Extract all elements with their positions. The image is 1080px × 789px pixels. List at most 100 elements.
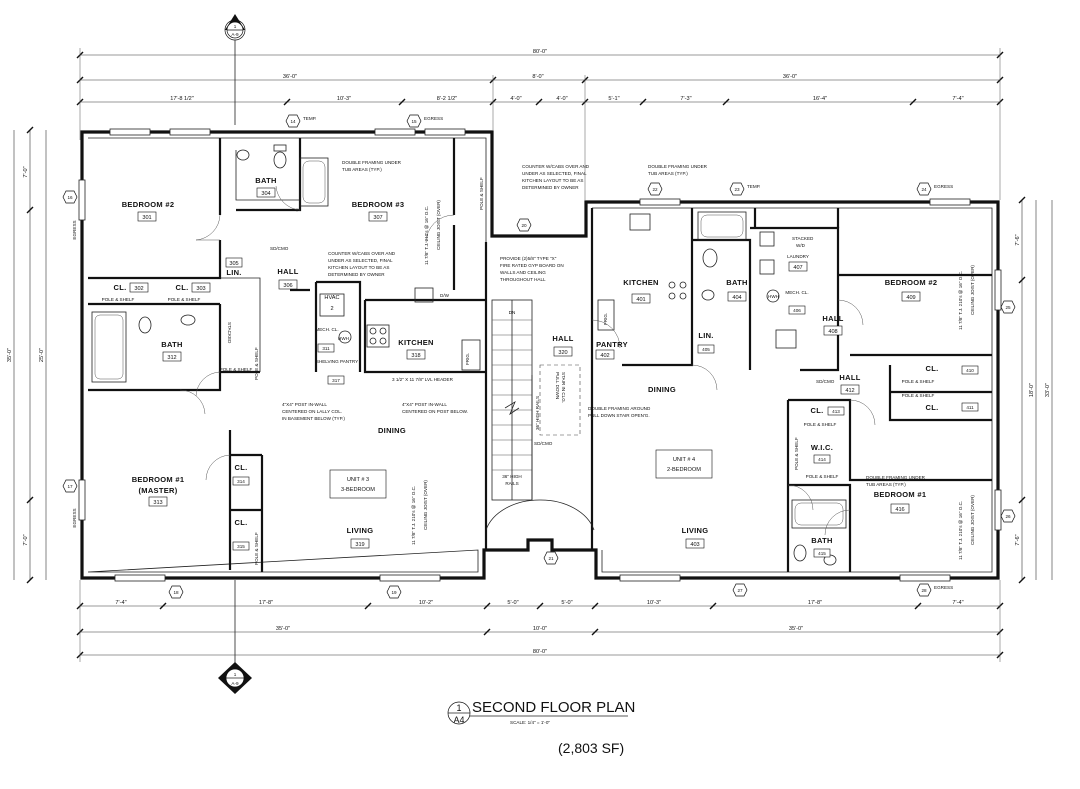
note-joist-over-307: CEILING JOIST (OVER) <box>436 200 441 250</box>
key-17: 17 <box>67 484 73 489</box>
room-name-315: CL. <box>235 518 248 527</box>
left-dimensions: 7'-0" 7'-0" 25'-0" 35'-0" EGRESS EGRESS <box>7 126 77 584</box>
room-name-407: LAUNDRY <box>787 254 809 259</box>
dim-row3-5: 5'-1" <box>608 96 619 102</box>
note-joist-over-416: CEILING JOIST (OVER) <box>970 495 975 545</box>
key-26: 26 <box>1005 514 1011 519</box>
hwh-311: HWH <box>338 336 349 341</box>
dim-row2-a: 36'-0" <box>283 74 297 80</box>
key-15: 15 <box>411 119 417 124</box>
note-counter1-3: DETERMINED BY OWNER <box>328 272 385 277</box>
unit4-name: UNIT # 4 <box>673 457 695 463</box>
key-18: 18 <box>173 590 179 595</box>
dim-overall-top: 80'-0" <box>533 49 547 55</box>
room-name-304: BATH <box>255 176 276 185</box>
note-tub2-0: DOUBLE FRAMING UNDER <box>648 164 708 169</box>
pole-shelf-314: POLE & SHELF <box>254 347 259 380</box>
room-name-dining-3: DINING <box>378 426 406 435</box>
pole-shelf-302: POLE & SHELF <box>102 297 135 302</box>
room-num-317: 317 <box>332 378 340 383</box>
room-name-master: (MASTER) <box>138 486 177 495</box>
hwh-406: HWH <box>768 294 779 299</box>
room-num-313: 313 <box>153 500 162 506</box>
egress-left-1: EGRESS <box>72 220 77 239</box>
unit4-labels: HALL 320 PANTRY 402 KITCHEN 401 BATH 404… <box>552 254 979 558</box>
key-16: 16 <box>67 195 73 200</box>
egress-28: EGRESS <box>934 585 953 590</box>
note-tub1-0: DOUBLE FRAMING UNDER <box>342 160 402 165</box>
title-detail-num: 1 <box>456 703 461 713</box>
key-19: 19 <box>391 590 397 595</box>
room-name-306: HALL <box>277 267 298 276</box>
note-rails2-1: RAILS <box>505 481 518 486</box>
note-rails2-0: 36" HIGH <box>502 474 522 479</box>
dim-bot-4: 5'-0" <box>561 600 572 606</box>
note-counter1-0: COUNTER W/CABS OVER AND <box>328 251 396 256</box>
room-num-311: 311 <box>322 346 330 351</box>
temp-14: TEMP. <box>303 116 316 121</box>
dim-bot-2: 10'-2" <box>419 600 433 606</box>
room-num-408: 408 <box>828 329 837 335</box>
room-name-303: CL. <box>176 283 189 292</box>
doors <box>179 185 876 536</box>
note-post1-1: CENTERED ON LALLY COL. <box>282 409 342 414</box>
dim-right-inner: 18'-0" <box>1029 383 1035 397</box>
room-name-317: SHELVING PANTRY <box>316 359 358 364</box>
fridge-318: FRIG. <box>465 353 470 365</box>
room-num-405: 405 <box>702 347 710 352</box>
room-name-408: HALL <box>822 314 843 323</box>
note-pull-stair-0: PULL DOWN <box>555 372 560 399</box>
room-num-303: 303 <box>196 286 205 292</box>
note-counter2-1: UNDER AS SELECTED, FINAL <box>522 171 587 176</box>
room-num-319: 319 <box>355 542 364 548</box>
note-rails1: 36" HIGH RAILS <box>535 396 540 430</box>
note-post2-1: CENTERED ON POST BELOW. <box>402 409 468 414</box>
dim-row3-7: 16'-4" <box>813 96 827 102</box>
title-sheet: A4 <box>453 715 464 725</box>
dim-left-overall: 35'-0" <box>7 348 13 362</box>
pole-shelf-413: POLE & SHELF <box>804 422 837 427</box>
dim-row3-2: 8'-2 1/2" <box>437 96 457 102</box>
right-dimensions: 7'-6" 7'-6" 18'-0" 33'-0" <box>1015 196 1053 584</box>
dim-row3-8: 7'-4" <box>952 96 963 102</box>
note-pulldown-0: DOUBLE FRAMING AROUND <box>588 406 651 411</box>
dim-left-seg-top: 7'-0" <box>23 166 29 177</box>
note-counter2-2: KITCHEN LAYOUT TO BE AS <box>522 178 583 183</box>
room-name-413: CL. <box>811 406 824 415</box>
room-name-416: BEDROOM #1 <box>874 490 927 499</box>
note-counter2-0: COUNTER W/CABS OVER AND <box>522 164 590 169</box>
note-stacked-1: W/D <box>796 243 806 248</box>
room-name-301: BEDROOM #2 <box>122 200 175 209</box>
room-num-409: 409 <box>906 295 915 301</box>
key-24: 24 <box>921 187 927 192</box>
room-name-404: BATH <box>726 278 747 287</box>
room-num-318: 318 <box>411 353 420 359</box>
dim-row3-3: 4'-0" <box>510 96 521 102</box>
note-joist-416: 11 7/8" T.J. 210's @ 16" O.C. <box>958 501 963 560</box>
room-name-311: MECH. CL. <box>315 327 338 332</box>
note-lvl: 3 1/2" X 11 7/8" LVL HEADER <box>392 377 454 382</box>
dim-overall-bottom: 80'-0" <box>533 649 547 655</box>
note-post1-0: 4"X4" POST IN-WALL <box>282 402 327 407</box>
note-stacked-0: STACKED <box>792 236 814 241</box>
room-num-307: 307 <box>373 215 382 221</box>
room-name-415: BATH <box>811 536 832 545</box>
dim-right-seg-top: 7'-6" <box>1015 234 1021 245</box>
pole-shelf-411: POLE & SHELF <box>902 393 935 398</box>
dim-bot-1: 17'-8" <box>259 600 273 606</box>
notes: DOUBLE FRAMING UNDER TUB AREAS (TYP.) CO… <box>227 160 975 560</box>
room-num-305: 305 <box>229 261 238 267</box>
key-28: 28 <box>921 588 927 593</box>
dim-bot-row2-b: 10'-0" <box>533 626 547 632</box>
note-tub3-0: DOUBLE FRAMING UNDER <box>866 475 926 480</box>
room-num-407: 407 <box>793 265 802 271</box>
pole-shelf-316: POLE & SHELF <box>220 367 253 372</box>
room-name-406: MECH. CL. <box>785 290 808 295</box>
room-name-410: CL. <box>926 364 939 373</box>
dim-bot-6: 17'-8" <box>808 600 822 606</box>
dim-right-overall: 33'-0" <box>1045 383 1051 397</box>
room-num-404: 404 <box>732 295 741 301</box>
room-num-306: 306 <box>283 283 292 289</box>
dim-left-inner: 25'-0" <box>39 348 45 362</box>
